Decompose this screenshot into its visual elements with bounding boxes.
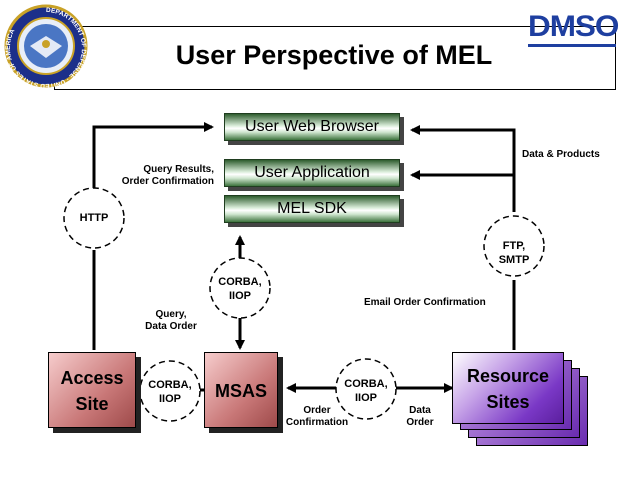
- ftp-smtp-label: FTP, SMTP: [484, 239, 544, 267]
- corba-label: CORBA,: [344, 378, 388, 390]
- data-line: Data: [409, 405, 431, 416]
- confirmation-line: Confirmation: [285, 417, 349, 428]
- ftp-label: FTP,: [502, 240, 526, 252]
- query-results-line-2: Order Confirmation: [121, 176, 214, 187]
- data-order-label: Data Order: [398, 405, 442, 429]
- resource-sites-box: Resource Sites: [452, 352, 564, 424]
- iiop-label: IIOP: [354, 392, 377, 404]
- query-data-order-label: Query, Data Order: [140, 309, 202, 333]
- user-web-browser-box: User Web Browser: [224, 113, 400, 141]
- mel-sdk-box: MEL SDK: [224, 195, 400, 223]
- data-order-line: Data Order: [145, 321, 197, 332]
- query-results-label: Query Results, Order Confirmation: [110, 164, 214, 188]
- data-products-label: Data & Products: [522, 149, 600, 160]
- msas-box: MSAS: [204, 352, 278, 428]
- access-site-box: Access Site: [48, 352, 136, 428]
- corba-label: CORBA,: [148, 379, 192, 391]
- resource-sites-label-2: Sites: [486, 392, 530, 412]
- page-title: User Perspective of MEL: [175, 40, 493, 70]
- corba-access-msas-label: CORBA, IIOP: [140, 378, 200, 406]
- access-site-label-2: Site: [75, 394, 109, 414]
- email-order-label: Email Order Confirmation: [364, 297, 486, 308]
- http-label: HTTP: [79, 212, 109, 224]
- smtp-label: SMTP: [498, 254, 530, 266]
- dmso-logo-text: DMSO: [528, 10, 619, 43]
- title-frame: [54, 26, 616, 90]
- user-application-box: User Application: [224, 159, 400, 187]
- corba-msas-resource-label: CORBA, IIOP: [336, 377, 396, 405]
- iiop-label: IIOP: [158, 393, 181, 405]
- iiop-label: IIOP: [228, 290, 251, 302]
- order-line: Order: [303, 405, 331, 416]
- access-site-label-1: Access: [60, 368, 124, 388]
- query-results-line-1: Query Results,: [143, 164, 214, 175]
- corba-label: CORBA,: [218, 276, 262, 288]
- arrow-resource-up: [410, 125, 516, 212]
- dmso-logo: DMSO: [528, 12, 620, 52]
- order-confirmation-label: Order Confirmation: [282, 405, 352, 429]
- dmso-logo-strip: [528, 44, 616, 47]
- corba-msas-sdk-label: CORBA, IIOP: [210, 275, 270, 303]
- resource-sites-label-1: Resource: [466, 366, 550, 386]
- order-line: Order: [406, 417, 434, 428]
- query-line: Query,: [155, 309, 187, 320]
